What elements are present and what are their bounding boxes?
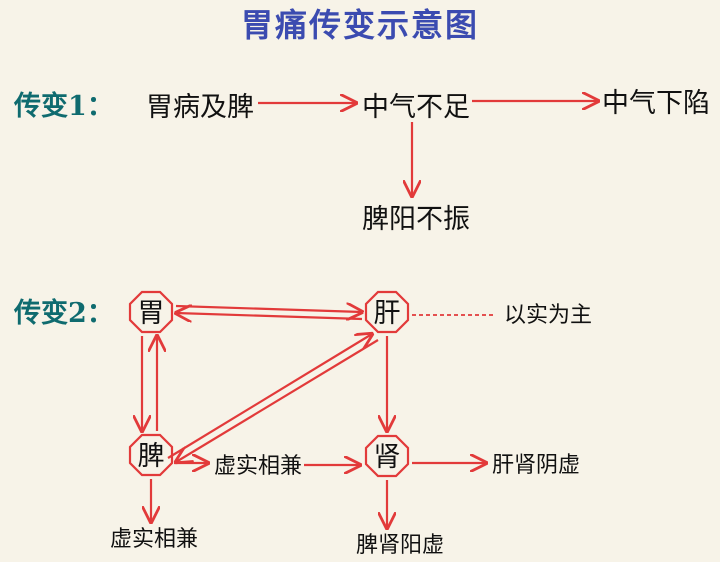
octagon-gan — [364, 290, 410, 334]
node-zhong-qi-bu-zu: 中气不足 — [362, 92, 470, 123]
node-gan: 肝 — [374, 298, 401, 329]
node-xu-shi-xiang-jian-right: 虚实相兼 — [214, 454, 302, 479]
node-pi-yang-bu-zhen: 脾阳不振 — [362, 204, 470, 235]
node-shen: 肾 — [374, 442, 401, 473]
node-gan-shen-yin-xu: 肝肾阴虚 — [492, 453, 580, 478]
arrow-gan-to-pi — [176, 339, 379, 462]
section-2-label: 传变2： — [13, 297, 114, 329]
node-pi: 脾 — [138, 441, 165, 472]
section-1-label: 传变1： — [13, 90, 114, 122]
node-pi-shen-yang-xu: 脾肾阳虚 — [356, 533, 444, 558]
arrow-pi-to-gan — [167, 334, 372, 459]
octagon-shen — [364, 434, 410, 478]
diagram-title: 胃痛传变示意图 — [241, 6, 479, 44]
arrow-wei-to-gan — [175, 306, 362, 312]
node-zhong-qi-xia-xian: 中气下陷 — [602, 88, 710, 119]
octagon-wei — [128, 290, 174, 334]
node-xu-shi-xiang-jian-bottom: 虚实相兼 — [110, 527, 198, 552]
node-wei-bing-ji-pi: 胃病及脾 — [146, 92, 254, 123]
node-yi-shi-wei-zhu: 以实为主 — [504, 303, 592, 328]
node-wei: 胃 — [138, 298, 165, 329]
octagon-pi — [128, 433, 174, 477]
arrow-gan-to-wei — [176, 313, 363, 319]
